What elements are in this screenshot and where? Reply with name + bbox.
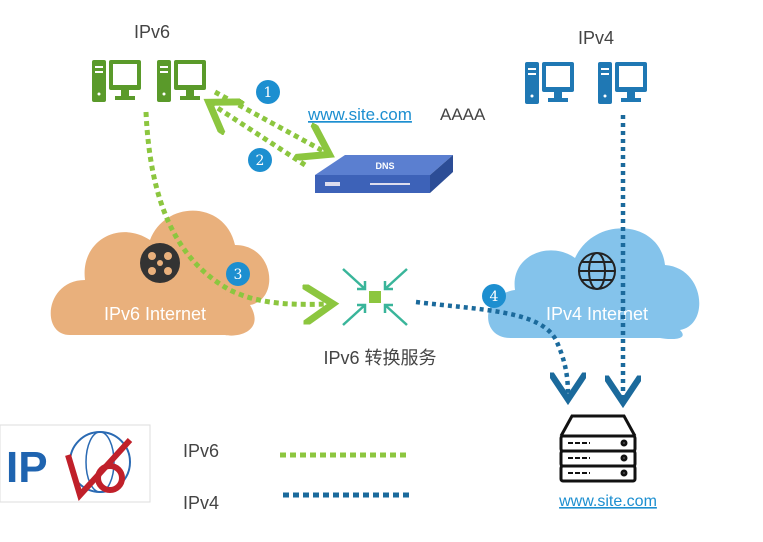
legend: IPv6 IPv4 (183, 441, 412, 513)
step-badge-3: 3 (226, 262, 250, 286)
dns-label: DNS (375, 161, 394, 171)
step-badge-2: 2 (248, 148, 272, 172)
ipv4-computer-icon (525, 62, 574, 104)
svg-text:2: 2 (256, 153, 265, 169)
ipv4-paths (415, 115, 623, 398)
svg-text:1: 1 (264, 85, 273, 101)
ipv6-computer-icon (157, 60, 206, 102)
translation-service-label: IPv6 转换服务 (323, 348, 436, 368)
ipv6-traffic-arrow (143, 111, 328, 304)
ipv4-translated-arrow (415, 299, 568, 395)
ipv6-dns-response-arrow (213, 105, 307, 168)
ipv6-logo: IP (0, 424, 151, 503)
ipv4-clients-label: IPv4 (578, 28, 614, 48)
dns-record-type: AAAA (440, 105, 486, 124)
svg-text:4: 4 (490, 289, 499, 305)
legend-ipv4-label: IPv4 (183, 493, 219, 513)
globe-icon (578, 252, 616, 290)
legend-ipv6-label: IPv6 (183, 441, 219, 461)
ipv4-computer-icon (598, 62, 647, 104)
dns-server-icon: DNS (315, 155, 453, 193)
ipv6-clients-label: IPv6 (134, 22, 170, 42)
ipv6-computer-icon (92, 60, 141, 102)
web-server-icon (559, 414, 637, 483)
ipv6-internet-cloud: IPv6 Internet (50, 210, 270, 336)
ipv6-internet-label: IPv6 Internet (104, 304, 206, 324)
network-globe-icon (140, 243, 180, 283)
step-badge-1: 1 (256, 80, 280, 104)
svg-text:IP: IP (6, 443, 48, 492)
ipv4-internet-cloud: IPv4 Internet (488, 228, 700, 340)
ipv6-paths (143, 89, 328, 304)
step-badge-4: 4 (482, 284, 506, 308)
dns-query-domain-link[interactable]: www.site.com (307, 105, 412, 124)
ipv4-internet-label: IPv4 Internet (546, 304, 648, 324)
translation-service-icon (342, 268, 408, 326)
server-domain-link[interactable]: www.site.com (558, 493, 657, 510)
svg-text:3: 3 (234, 267, 243, 283)
